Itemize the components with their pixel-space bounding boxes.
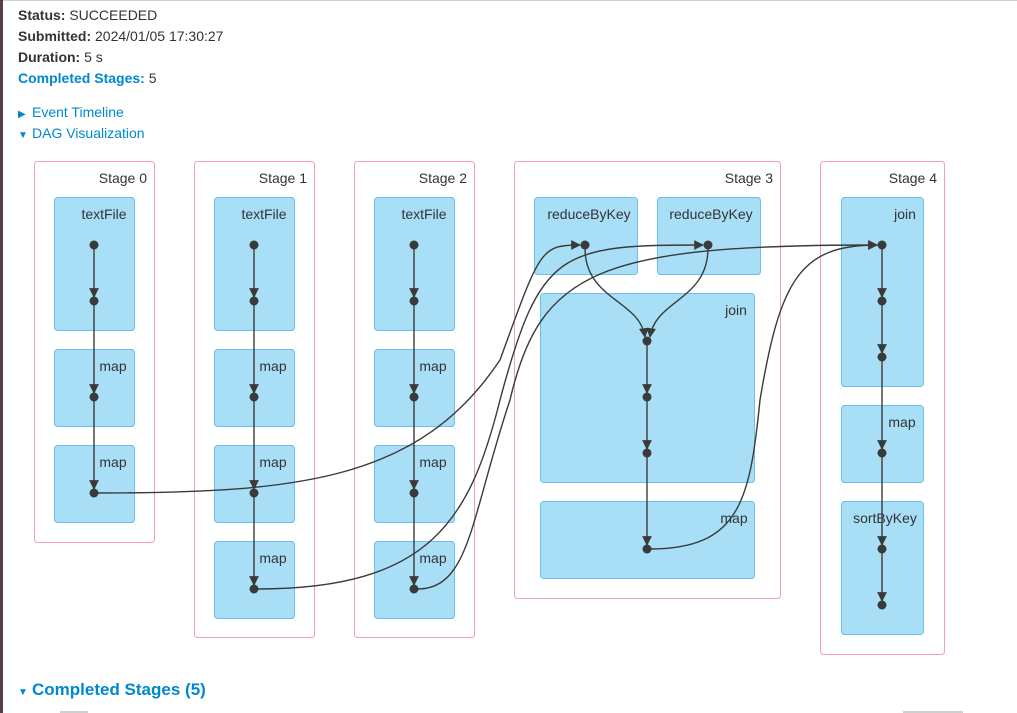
- dag-edges: [89, 240, 887, 602]
- operation-label: map: [888, 414, 915, 430]
- completed-stages-section-title: Completed Stages (5): [32, 680, 206, 699]
- duration-value: 5 s: [84, 49, 103, 65]
- operation-label: map: [419, 454, 446, 470]
- operation-label: textFile: [81, 206, 126, 222]
- dag-edge: [96, 240, 581, 494]
- window-left-edge: [0, 0, 3, 713]
- dag-node[interactable]: [877, 544, 887, 554]
- dag-node[interactable]: [703, 240, 713, 250]
- dag-node[interactable]: [877, 448, 887, 458]
- stage-label: Stage 3: [725, 170, 773, 186]
- dag-node[interactable]: [580, 240, 590, 250]
- completed-stages-value: 5: [148, 70, 157, 86]
- dag-node[interactable]: [877, 352, 887, 362]
- operation-label: map: [259, 550, 286, 566]
- stage-cluster[interactable]: [354, 161, 475, 638]
- submitted-value: 2024/01/05 17:30:27: [95, 28, 224, 44]
- operation-label: map: [419, 550, 446, 566]
- dag-visualization-toggle[interactable]: ▼ DAG Visualization: [18, 125, 145, 141]
- dag-edge: [584, 247, 649, 338]
- dag-node[interactable]: [642, 336, 652, 346]
- stage-cluster[interactable]: [820, 161, 945, 655]
- dag-node[interactable]: [409, 296, 419, 306]
- dag-edge: [646, 247, 709, 338]
- duration-row: Duration: 5 s: [18, 47, 223, 68]
- submitted-row: Submitted: 2024/01/05 17:30:27: [18, 26, 223, 47]
- operation-label: join: [893, 206, 916, 222]
- stage-label: Stage 4: [889, 170, 937, 186]
- dag-edge: [416, 240, 878, 590]
- dag-edge: [649, 240, 878, 550]
- submitted-label: Submitted:: [18, 28, 92, 44]
- caret-down-icon: ▼: [18, 687, 28, 698]
- caret-down-icon: ▼: [18, 130, 28, 141]
- stage-label: Stage 2: [419, 170, 467, 186]
- duration-label: Duration:: [18, 49, 81, 65]
- stage-label: Stage 1: [259, 170, 307, 186]
- stage-cluster[interactable]: [194, 161, 315, 638]
- dag-node[interactable]: [877, 600, 887, 610]
- caret-right-icon: ▶: [18, 109, 26, 120]
- dag-node[interactable]: [409, 584, 419, 594]
- dag-edge: [256, 240, 704, 590]
- operation-label: textFile: [241, 206, 286, 222]
- operation-box[interactable]: [657, 197, 761, 275]
- operation-label: sortByKey: [853, 510, 917, 526]
- completed-stages-row: Completed Stages: 5: [18, 68, 223, 89]
- dag-node[interactable]: [877, 240, 887, 250]
- dag-node[interactable]: [89, 240, 99, 250]
- operation-label: map: [419, 358, 446, 374]
- dag-node[interactable]: [249, 488, 259, 498]
- dag-node[interactable]: [249, 392, 259, 402]
- dag-node[interactable]: [642, 392, 652, 402]
- dag-node[interactable]: [409, 240, 419, 250]
- operation-label: textFile: [401, 206, 446, 222]
- top-divider: [3, 0, 1017, 1]
- operation-label: map: [99, 358, 126, 374]
- stage-cluster[interactable]: [34, 161, 155, 543]
- operation-box[interactable]: [534, 197, 638, 275]
- dag-node[interactable]: [89, 392, 99, 402]
- table-header-edge: [60, 711, 88, 713]
- dag-node[interactable]: [409, 392, 419, 402]
- status-value: SUCCEEDED: [69, 7, 158, 23]
- dag-node[interactable]: [409, 488, 419, 498]
- dag-visualization-label: DAG Visualization: [32, 125, 145, 141]
- operation-label: map: [99, 454, 126, 470]
- completed-stages-link[interactable]: Completed Stages:: [18, 70, 145, 86]
- dag-node[interactable]: [249, 240, 259, 250]
- status-label: Status:: [18, 7, 66, 23]
- completed-stages-section-toggle[interactable]: ▼ Completed Stages (5): [18, 680, 206, 700]
- dag-node[interactable]: [89, 488, 99, 498]
- operation-label: map: [259, 454, 286, 470]
- operation-label: join: [724, 302, 747, 318]
- dag-node[interactable]: [642, 448, 652, 458]
- job-summary: Status: SUCCEEDED Submitted: 2024/01/05 …: [18, 5, 223, 89]
- event-timeline-toggle[interactable]: ▶ Event Timeline: [18, 104, 124, 120]
- operation-label: map: [259, 358, 286, 374]
- event-timeline-label: Event Timeline: [32, 104, 124, 120]
- dag-node[interactable]: [249, 296, 259, 306]
- stage-label: Stage 0: [99, 170, 147, 186]
- dag-stage-clusters: Stage 0 textFile map map Stage 1 textFile map m…: [34, 161, 945, 655]
- status-row: Status: SUCCEEDED: [18, 5, 223, 26]
- dag-node[interactable]: [642, 544, 652, 554]
- dag-node[interactable]: [877, 296, 887, 306]
- table-header-edge: [903, 711, 963, 713]
- operation-label: reduceByKey: [547, 206, 630, 222]
- dag-node[interactable]: [249, 584, 259, 594]
- operation-label: reduceByKey: [669, 206, 752, 222]
- dag-node[interactable]: [89, 296, 99, 306]
- dag-nodes: [89, 240, 887, 610]
